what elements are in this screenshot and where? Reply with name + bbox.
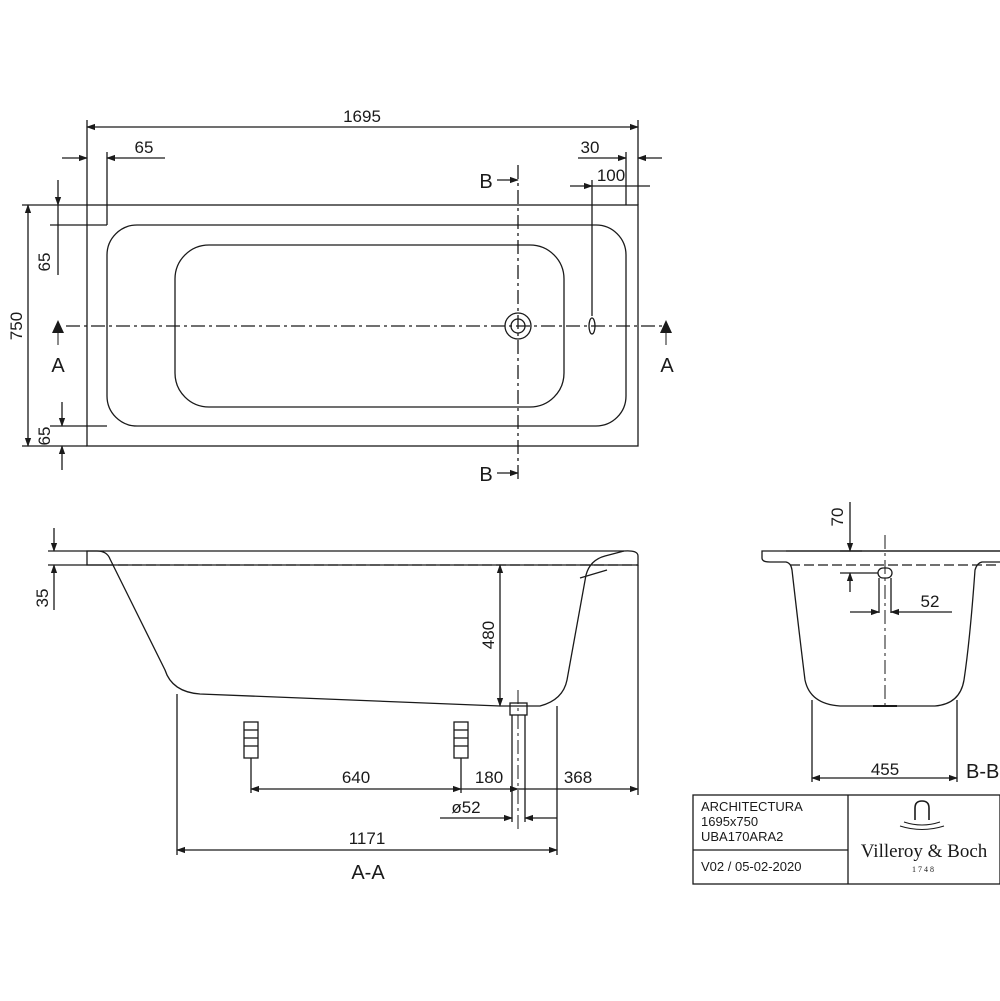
dim-100-waste: 100: [597, 166, 625, 185]
section-a-view: [48, 528, 639, 855]
tub-profile-section-b: [761, 550, 1000, 707]
product-series: ARCHITECTURA: [701, 799, 803, 814]
section-a-right: A: [660, 355, 674, 377]
brand-logo-icon: [899, 800, 945, 830]
section-b-view: [761, 502, 1000, 782]
section-a-labels: 35 480 640 180 368 ø52 1171 A-A: [33, 589, 592, 884]
dim-1695: 1695: [343, 107, 381, 126]
foot-right: [453, 721, 469, 793]
dim-52-overflow: 52: [921, 592, 940, 611]
article-number: UBA170ARA2: [701, 829, 783, 844]
dim-65-rim-top: 65: [35, 253, 54, 272]
dim-65-rim-left: 65: [135, 138, 154, 157]
title-block-text: ARCHITECTURA 1695x750 UBA170ARA2 V02 / 0…: [701, 799, 988, 874]
dim-waste-diameter: ø52: [451, 798, 480, 817]
product-size: 1695x750: [701, 814, 758, 829]
dim-70-overflow: 70: [828, 508, 847, 527]
top-view-labels: 1695 65 30 100 750 65 65 A A B B: [7, 107, 674, 486]
dim-368: 368: [564, 768, 592, 787]
section-b-bottom: B: [479, 464, 492, 486]
section-b-labels: 70 52 455 B-B: [828, 508, 999, 783]
dim-1171: 1171: [349, 829, 386, 848]
dim-480-depth: 480: [479, 621, 498, 649]
drawing-version: V02 / 05-02-2020: [701, 859, 801, 874]
brand-established: 1748: [912, 865, 936, 874]
title-block: [692, 794, 1000, 885]
section-a-left: A: [51, 355, 65, 377]
dim-640: 640: [342, 768, 370, 787]
dim-455: 455: [871, 760, 899, 779]
dim-35-rim: 35: [33, 589, 52, 608]
brand-name: Villeroy & Boch: [861, 841, 988, 862]
tub-profile-section-a: [86, 550, 639, 707]
dim-65-rim-bottom: 65: [35, 427, 54, 446]
foot-left: [243, 721, 259, 793]
section-a-a-label: A-A: [351, 862, 385, 884]
section-b-top: B: [479, 171, 492, 193]
section-b-b-label: B-B: [966, 761, 999, 783]
dim-30-rim-right: 30: [581, 138, 600, 157]
dim-180: 180: [475, 768, 503, 787]
top-view: [22, 120, 667, 480]
dim-750: 750: [7, 312, 26, 340]
